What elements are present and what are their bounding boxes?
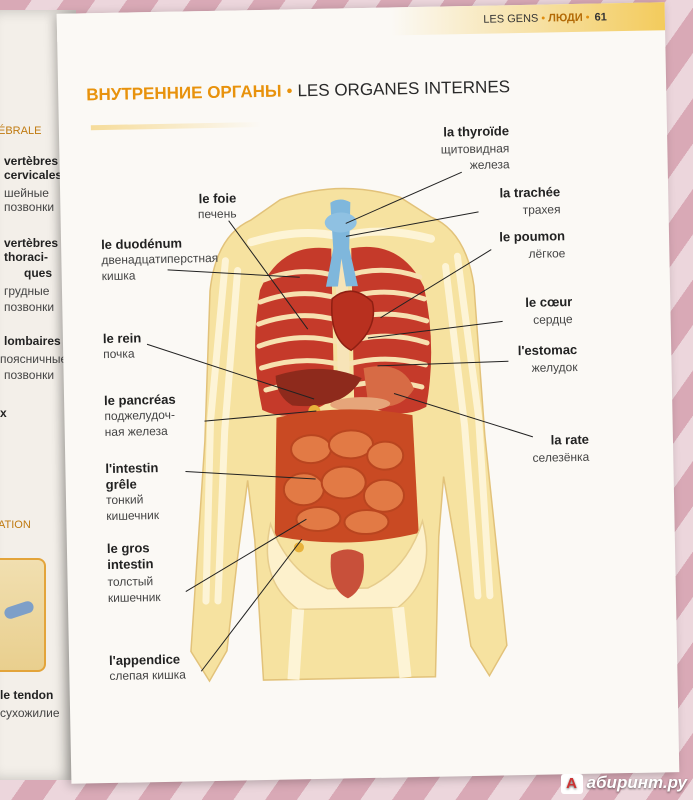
left-page-text: ATION xyxy=(0,519,31,531)
clavicle xyxy=(247,227,436,247)
label-pancreas-ru: поджелудоч- xyxy=(104,407,175,424)
left-page-text: ques xyxy=(24,266,53,280)
label-lung-fr: le poumon xyxy=(499,228,566,245)
watermark-text: абиринт.ру xyxy=(586,773,687,792)
label-duodenum-ru: двенадцатиперстная xyxy=(101,250,219,268)
left-page-text: позвонки xyxy=(4,300,55,314)
leg-bones xyxy=(287,606,412,680)
heart xyxy=(331,290,375,352)
left-page-text: le tendon xyxy=(0,688,54,702)
left-page-text: lombaires xyxy=(4,334,61,348)
label-trachea-fr: la trachée xyxy=(499,184,561,201)
leader-lines xyxy=(146,171,534,672)
label-heart-fr: le cœur xyxy=(525,294,573,310)
liver xyxy=(275,368,362,407)
label-liver-ru: печень xyxy=(197,206,237,222)
label-kidney-fr: le rein xyxy=(102,330,142,347)
left-page-text: грудные xyxy=(4,284,50,298)
bladder xyxy=(330,549,364,599)
label-thyroid-ru: щитовидная xyxy=(440,141,510,157)
label-spleen-ru: селезёнка xyxy=(532,449,590,465)
label-liver-fr: le foie xyxy=(198,190,237,207)
label-large-intestine-ru: кишечник xyxy=(107,590,161,606)
label-small-intestine-fr: grêle xyxy=(105,476,137,493)
left-page-text: шейные xyxy=(4,186,49,200)
pelvis xyxy=(266,518,428,611)
pancreas xyxy=(330,397,391,412)
label-duodenum-fr: le duodénum xyxy=(100,235,183,253)
label-small-intestine-fr: l'intestin xyxy=(105,460,159,477)
label-appendix-fr: l'appendice xyxy=(108,651,181,669)
label-trachea-ru: трахея xyxy=(522,202,561,217)
label-spleen-fr: la rate xyxy=(550,431,590,448)
left-page-text: позвонки xyxy=(4,200,55,214)
left-page-text: vertèbres xyxy=(4,154,59,168)
label-appendix-ru: слепая кишка xyxy=(109,667,186,684)
left-page-text: сухожилие xyxy=(0,706,60,720)
anatomy-illustration xyxy=(190,187,508,683)
left-page-text: x xyxy=(0,406,7,420)
label-large-intestine-ru: толстый xyxy=(107,574,154,590)
thyroid xyxy=(324,212,357,233)
label-thyroid-ru: железа xyxy=(469,157,510,173)
knee-illustration xyxy=(0,558,46,672)
appendix xyxy=(293,542,304,553)
label-lung-ru: лёгкое xyxy=(528,246,566,261)
left-page-text: cervicales xyxy=(4,168,63,182)
label-thyroid-fr: la thyroïde xyxy=(443,123,510,140)
label-pancreas-ru: ная железа xyxy=(104,423,168,440)
label-small-intestine-ru: кишечник xyxy=(106,508,160,524)
label-heart-ru: сердце xyxy=(532,312,573,327)
stomach xyxy=(363,366,414,407)
left-page-text: ÉBRALE xyxy=(0,125,42,137)
label-stomach-ru: желудок xyxy=(531,359,578,375)
book-page: LES GENS•ЛЮДИ•61 ВНУТРЕННИЕ ОРГАНЫ•LES O… xyxy=(56,2,680,784)
label-large-intestine-fr: le gros xyxy=(106,540,150,557)
label-stomach-fr: l'estomac xyxy=(517,341,578,359)
label-duodenum-ru: кишка xyxy=(101,268,136,284)
left-page-text: vertèbres xyxy=(4,236,59,250)
small-intestine xyxy=(282,429,405,536)
labirint-logo-icon: A xyxy=(560,774,583,794)
label-kidney-ru: почка xyxy=(103,346,135,362)
left-page-text: поясничные xyxy=(0,352,68,366)
label-large-intestine-fr: intestin xyxy=(107,556,154,573)
arm-bone-right xyxy=(442,252,494,600)
label-pancreas-fr: le pancréas xyxy=(103,391,176,409)
left-page-text: thoraci- xyxy=(4,250,49,264)
left-page-text: позвонки xyxy=(4,368,55,382)
label-small-intestine-ru: тонкий xyxy=(105,492,144,508)
